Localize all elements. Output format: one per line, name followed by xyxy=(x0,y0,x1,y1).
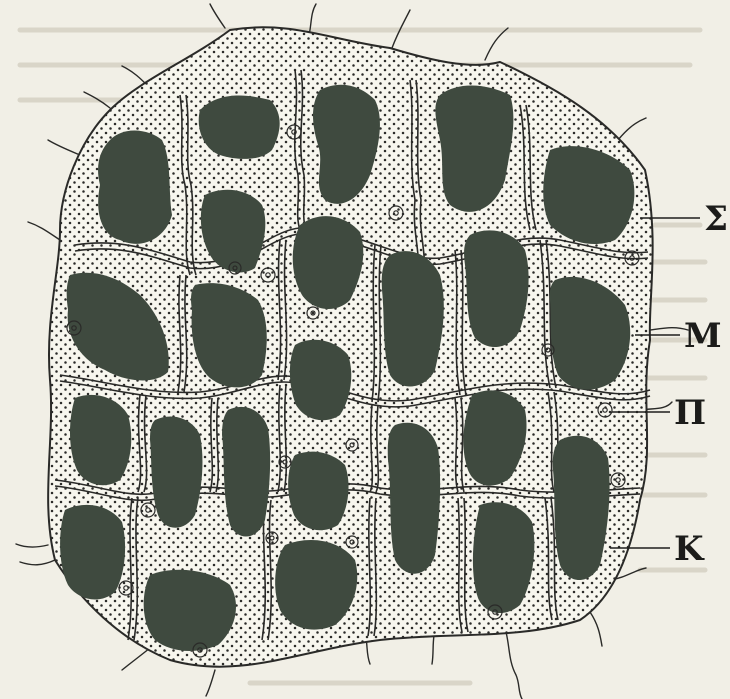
label-m: M xyxy=(684,316,722,356)
vacuole-21 xyxy=(60,505,125,600)
vacuole-10 xyxy=(382,251,444,386)
vacuole-2 xyxy=(199,96,280,159)
vacuole-16 xyxy=(222,407,270,537)
vacuole-17 xyxy=(388,423,440,574)
label-pi: Π xyxy=(674,393,706,433)
label-sigma: Σ xyxy=(704,199,728,239)
vacuole-19 xyxy=(553,436,610,580)
vacuole-13 xyxy=(290,340,351,420)
vacuole-15 xyxy=(150,416,202,527)
vacuole-14 xyxy=(70,395,131,485)
vacuole-1 xyxy=(98,131,172,244)
vacuole-11 xyxy=(464,230,529,347)
label-k: K xyxy=(674,529,705,569)
vacuole-24 xyxy=(144,570,236,651)
vacuole-20 xyxy=(288,452,348,531)
